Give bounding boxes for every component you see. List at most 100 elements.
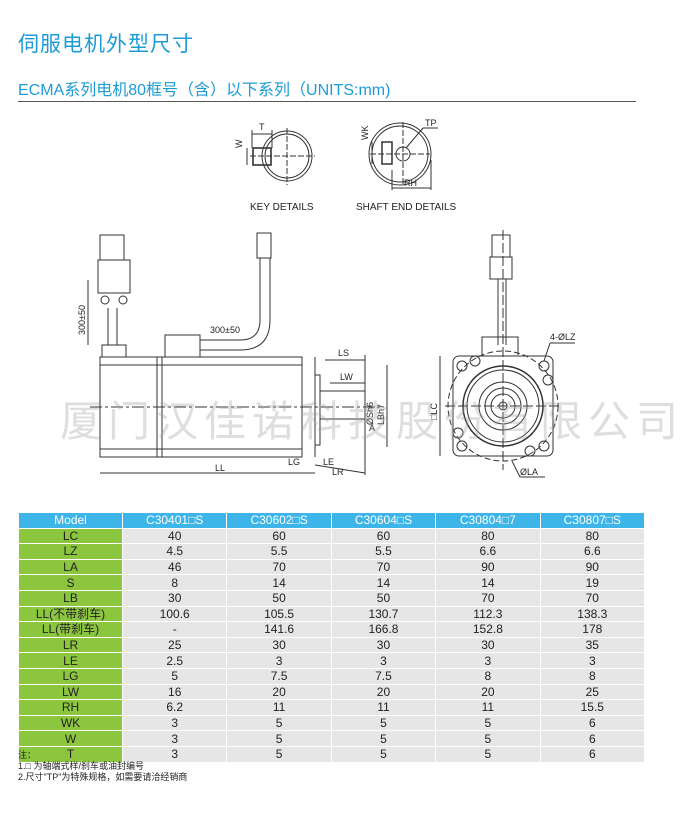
table-cell: 50	[226, 589, 332, 607]
table-cell: 25	[121, 636, 228, 654]
table-cell: 178	[539, 621, 646, 638]
table-cell: 4.5	[121, 543, 228, 560]
column-header-model: Model	[18, 512, 123, 529]
row-label: LE	[18, 652, 123, 669]
label-datum-a: A	[369, 423, 375, 433]
table-cell: -	[121, 621, 228, 638]
table-cell: 2.5	[121, 652, 228, 669]
table-cell: 6.2	[121, 699, 228, 716]
table-cell: 5	[226, 730, 332, 747]
label-lc: □LC	[429, 403, 439, 420]
row-label: LR	[18, 636, 123, 654]
watermark: 厦门汉佳诺科技股份有限公司	[60, 397, 685, 446]
table-cell: 14	[435, 574, 541, 591]
row-label: LL(不带刹车)	[18, 605, 123, 623]
table-cell: 90	[539, 558, 646, 576]
table-cell: 141.6	[226, 621, 332, 638]
table-cell: 30	[330, 636, 437, 654]
note-1: 1.□ 为轴端式样/刹车或油封编号	[18, 761, 144, 771]
label-cable-length-2: 300±50	[210, 325, 240, 335]
key-details-caption: KEY DETAILS	[250, 202, 314, 213]
table-cell: 35	[539, 636, 646, 654]
table-cell: 30	[226, 636, 332, 654]
label-ll: LL	[215, 463, 225, 473]
label-wk: WK	[360, 126, 370, 141]
table-cell: 70	[226, 558, 332, 576]
table-cell: 14	[226, 574, 332, 591]
table-cell: 5	[435, 730, 541, 747]
table-cell: 30	[121, 589, 228, 607]
motor-front-view-drawing: 4-ØLZ □LC ØLA	[429, 230, 576, 478]
label-t: T	[259, 122, 265, 132]
label-lz: 4-ØLZ	[550, 332, 576, 342]
column-header-model-3: C30604□S	[330, 512, 437, 529]
label-tp: TP	[425, 118, 437, 128]
row-label: LB	[18, 589, 123, 607]
table-cell: 60	[226, 527, 332, 545]
table-cell: 7.5	[226, 667, 332, 685]
table-cell: 70	[330, 558, 437, 576]
row-label: LC	[18, 527, 123, 545]
table-cell: 5	[226, 714, 332, 732]
label-cable-length-1: 300±50	[77, 305, 87, 335]
label-lb: LBh7	[376, 404, 386, 425]
table-cell: 20	[435, 683, 541, 701]
table-cell: 138.3	[539, 605, 646, 623]
column-header-model-2: C30602□S	[226, 512, 332, 529]
column-header-model-1: C30401□S	[121, 512, 228, 529]
table-cell: 3	[121, 714, 228, 732]
table-cell: 112.3	[435, 605, 541, 623]
label-lw: LW	[340, 372, 353, 382]
key-shaft-details-drawing: T W WK TP RH KEY DETAILS SHAFT END DETAI…	[234, 118, 457, 213]
table-cell: 6.6	[435, 543, 541, 560]
table-cell: 105.5	[226, 605, 332, 623]
row-label: LZ	[18, 543, 123, 560]
table-cell: 5	[330, 730, 437, 747]
label-la: ØLA	[520, 467, 538, 477]
table-cell: 3	[121, 730, 228, 747]
table-cell: 152.8	[435, 621, 541, 638]
table-cell: 11	[226, 699, 332, 716]
row-label: LW	[18, 683, 123, 701]
label-lr: LR	[332, 467, 344, 477]
table-cell: 5	[330, 745, 437, 763]
table-cell: 60	[330, 527, 437, 545]
table-cell: 80	[435, 527, 541, 545]
table-cell: 46	[121, 558, 228, 576]
page-subtitle: ECMA系列电机80框号（含）以下系列（UNITS:mm)	[18, 82, 391, 99]
table-cell: 6	[539, 730, 646, 747]
table-cell: 3	[121, 745, 228, 763]
note-2: 2.尺寸"TP"为特殊规格，如需要请洽经销商	[18, 772, 188, 782]
table-cell: 70	[539, 589, 646, 607]
motor-side-view-drawing: 300±50 300±50 LS LW ØSh6 LBh7 A LG LE LL…	[77, 232, 388, 477]
table-cell: 30	[435, 636, 541, 654]
table-cell: 40	[121, 527, 228, 545]
label-s: ØSh6	[365, 402, 375, 425]
notes: 注： 1.□ 为轴端式样/刹车或油封编号 2.尺寸"TP"为特殊规格，如需要请洽…	[18, 750, 187, 783]
table-cell: 7.5	[330, 667, 437, 685]
table-cell: 19	[539, 574, 646, 591]
table-cell: 16	[121, 683, 228, 701]
table-cell: 5	[435, 714, 541, 732]
row-label: RH	[18, 699, 123, 716]
table-cell: 100.6	[121, 605, 228, 623]
label-ls: LS	[338, 348, 349, 358]
table-cell: 8	[435, 667, 541, 685]
table-cell: 3	[226, 652, 332, 669]
column-header-model-5: C30807□S	[539, 512, 646, 529]
table-cell: 11	[435, 699, 541, 716]
divider	[18, 101, 636, 102]
